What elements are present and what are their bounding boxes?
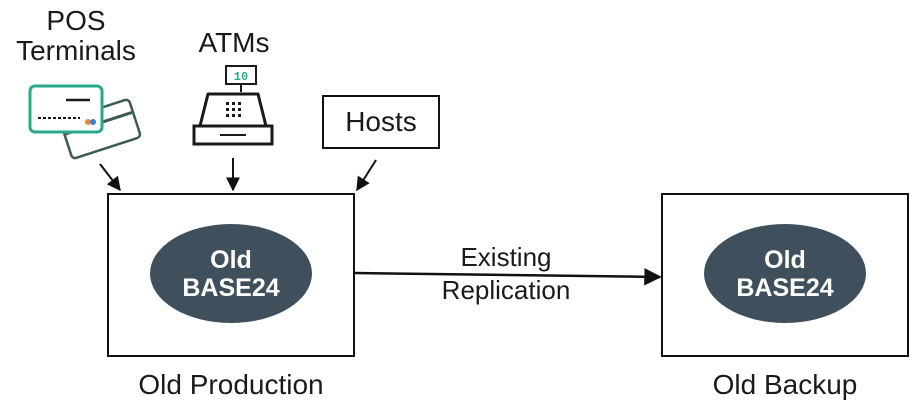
backup-node: Old BASE24: [704, 224, 866, 323]
hosts-arrow: [356, 159, 377, 192]
backup-node-line2: BASE24: [736, 273, 834, 302]
atms-label: ATMs: [198, 27, 270, 58]
pos-arrow: [99, 163, 121, 192]
production-node-line1: Old: [210, 245, 252, 274]
replication-label-line2: Replication: [441, 275, 571, 305]
pos-label-line2: Terminals: [16, 35, 136, 66]
hosts-box: Hosts: [322, 95, 440, 149]
cash-register-icon: 10: [192, 65, 274, 146]
backup-caption: Old Backup: [712, 369, 858, 400]
pos-label-line1: POS: [46, 5, 106, 36]
production-node-line2: BASE24: [182, 273, 280, 302]
replication-arrow: [354, 268, 662, 286]
production-box: Old BASE24: [107, 193, 355, 357]
credit-card-icon: [28, 84, 142, 160]
replication-label-line1: Existing: [460, 242, 552, 272]
pos-label: POS Terminals: [0, 6, 152, 66]
backup-node-line1: Old: [764, 245, 806, 274]
atm-display-text: 10: [234, 70, 248, 84]
production-node: Old BASE24: [150, 224, 312, 323]
production-caption: Old Production: [138, 369, 324, 400]
replication-label: Existing Replication: [416, 242, 596, 305]
hosts-label: Hosts: [345, 106, 417, 137]
backup-box: Old BASE24: [661, 193, 909, 357]
